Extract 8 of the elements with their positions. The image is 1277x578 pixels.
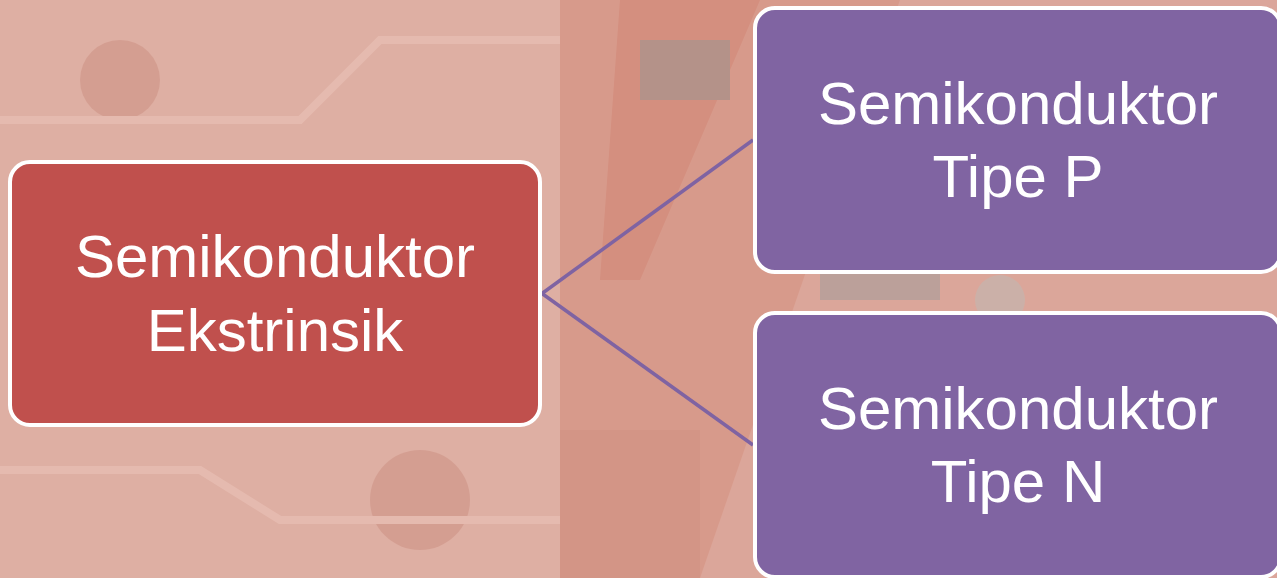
box-label: Semikonduktor Tipe P	[816, 68, 1220, 212]
box-label: Semikonduktor Tipe N	[816, 373, 1220, 517]
process-box	[8, 160, 542, 427]
connector-line	[541, 292, 754, 447]
process-box	[753, 311, 1277, 578]
connector-line	[540, 138, 755, 295]
box-label: Semikonduktor Ekstrinsik	[73, 222, 477, 366]
process-box	[753, 6, 1277, 274]
